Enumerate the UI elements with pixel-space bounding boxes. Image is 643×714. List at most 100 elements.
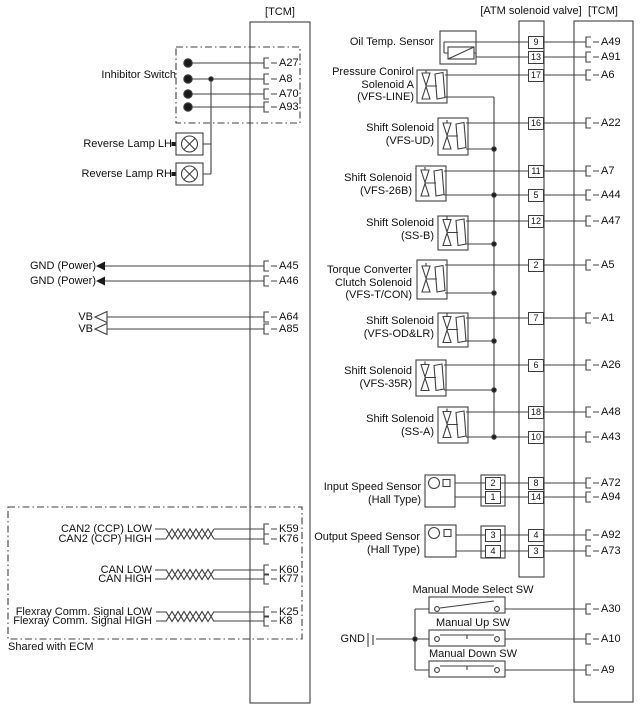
strip-connector-pin-number: 2 xyxy=(528,258,544,272)
shift-solenoid-vfs-35r-box xyxy=(415,359,447,397)
tcm-pin-label: A94 xyxy=(601,491,621,503)
tcm-pin-label: A9 xyxy=(601,664,615,676)
reverse-lamp-rh-icon xyxy=(171,162,204,186)
vb-label: VB xyxy=(78,311,93,323)
right-pin-brackets xyxy=(585,36,599,676)
tcm-pin-label: K8 xyxy=(279,615,293,627)
switch-contact-dot xyxy=(183,58,193,68)
gnd-power-label: GND (Power) xyxy=(29,260,96,272)
manual-mode-select-switch-icon xyxy=(428,596,506,614)
left-tcm-header: [TCM] xyxy=(265,6,295,18)
gnd-arrow-icon xyxy=(96,261,105,271)
can-high-label: CAN HIGH xyxy=(98,573,152,585)
strip-connector-pin-number: 6 xyxy=(528,358,544,372)
tcm-pin-label: A70 xyxy=(279,88,299,100)
tcm-pin-label: A45 xyxy=(279,260,299,272)
component-label-output-speed-sensor: Output Speed Sensor (Hall Type) xyxy=(314,531,420,556)
tcm-pin-label: A6 xyxy=(601,69,615,81)
strip-connector-pin-number: 16 xyxy=(528,116,544,130)
tcm-pin-label: A46 xyxy=(279,275,299,287)
junction-dot xyxy=(491,290,497,296)
can2-high-label: CAN2 (CCP) HIGH xyxy=(58,533,152,545)
vb-label: VB xyxy=(78,323,93,335)
switch-contact-dot xyxy=(183,74,193,84)
can-low-label: CAN LOW xyxy=(100,564,152,576)
manual-down-sw-label: Manual Down SW xyxy=(428,648,518,660)
shift-solenoid-ss-b-box xyxy=(437,215,469,251)
tcm-pin-label: A8 xyxy=(279,73,293,85)
component-label-pressure-control-solenoid: Pressure Conirol Solenoid A (VFS-LINE) xyxy=(332,66,414,103)
junction-dot xyxy=(491,241,497,247)
vb-arrow-icon xyxy=(93,310,108,324)
component-label-shift-solenoid-vfs-26b: Shift Solenoid (VFS-26B) xyxy=(344,172,412,197)
component-label-shift-solenoid-vfs-35r: Shift Solenoid (VFS-35R) xyxy=(344,365,412,390)
inhibitor-switch-icon xyxy=(183,58,264,112)
oil-temp-sensor-icon xyxy=(439,30,477,65)
shift-solenoid-vfs-ud-box xyxy=(437,117,469,156)
strip-connector-pin-number: 18 xyxy=(528,405,544,419)
inhibitor-switch-label: Inhibitor Switch xyxy=(101,69,176,81)
tcm-pin-label: A92 xyxy=(601,529,621,541)
inhibitor-switch-dashed-box xyxy=(175,46,301,124)
tcm-pin-label: A85 xyxy=(279,323,299,335)
gnd-arrow-icon xyxy=(96,276,105,286)
pressure-control-solenoid-box xyxy=(416,69,448,104)
junction-dot xyxy=(412,636,418,642)
component-label-input-speed-sensor: Input Speed Sensor (Hall Type) xyxy=(323,481,421,506)
tcm-pin-label: K76 xyxy=(279,533,299,545)
right-tcm-header: [TCM] xyxy=(588,5,618,17)
component-label-torque-converter-clutch-solenoid: Torque Converter Clutch Solenoid (VFS-T/… xyxy=(327,264,412,301)
torque-converter-clutch-solenoid-box xyxy=(416,259,448,300)
tcm-pin-label: A49 xyxy=(601,36,621,48)
tcm-pin-label: A91 xyxy=(601,51,621,63)
shift-solenoid-vfs-26b-box xyxy=(415,165,447,202)
junction-dot xyxy=(491,338,497,344)
shift-solenoid-ss-a-box xyxy=(437,406,469,444)
atm-solenoid-valve-strip xyxy=(518,20,545,578)
junction-dot xyxy=(208,76,214,82)
tcm-pin-label: K25 xyxy=(279,606,299,618)
strip-connector-pin-number: 8 xyxy=(528,476,544,490)
output-speed-sensor-icon xyxy=(424,524,457,558)
twisted-pair-icon xyxy=(165,527,215,623)
tcm-pin-label: A48 xyxy=(601,406,621,418)
tcm-pin-label: A93 xyxy=(279,101,299,113)
left-tcm-box xyxy=(249,21,311,704)
sensor-connector-pin-number: 2 xyxy=(485,476,501,490)
junction-dot xyxy=(491,192,497,198)
tcm-pin-label: A72 xyxy=(601,477,621,489)
reverse-lamp-lh-label: Reverse Lamp LH xyxy=(83,138,172,150)
tcm-pin-label: K60 xyxy=(279,564,299,576)
junction-dot xyxy=(491,387,497,393)
strip-connector-pin-number: 14 xyxy=(528,490,544,504)
component-label-shift-solenoid-vfs-ud: Shift Solenoid (VFS-UD) xyxy=(366,122,434,147)
right-tcm-box xyxy=(573,20,634,703)
atm-solenoid-valve-header: [ATM solenoid valve] xyxy=(480,5,582,17)
tcm-pin-label: A27 xyxy=(279,57,299,69)
input-speed-sensor-icon xyxy=(424,474,456,508)
manual-mode-select-sw-label: Manual Mode Select SW xyxy=(412,584,534,596)
sensor-connector-pin-number: 3 xyxy=(485,528,501,542)
reverse-lamp-rh-label: Reverse Lamp RH xyxy=(81,168,172,180)
sensor-connector-pin-number: 1 xyxy=(485,490,501,504)
input-sensor-connector-box xyxy=(480,474,506,507)
strip-connector-pin-number: 4 xyxy=(528,528,544,542)
manual-up-switch-icon xyxy=(428,629,506,647)
switch-contact-dot xyxy=(183,102,193,112)
tcm-pin-label: A5 xyxy=(601,259,615,271)
shared-with-ecm-dashed-box xyxy=(7,506,303,640)
strip-connector-pin-number: 9 xyxy=(528,35,544,49)
can2-low-label: CAN2 (CCP) LOW xyxy=(60,523,152,535)
strip-connector-pin-number: 7 xyxy=(528,311,544,325)
tcm-pin-label: A22 xyxy=(601,117,621,129)
strip-connector-pin-number: 11 xyxy=(528,164,544,178)
component-label-shift-solenoid-vfs-odlr: Shift Solenoid (VFS-OD&LR) xyxy=(363,315,434,340)
component-label-shift-solenoid-ss-a: Shift Solenoid (SS-A) xyxy=(366,413,434,438)
switch-contact-dot xyxy=(183,89,193,99)
flexray-high-label: Flexray Comm. Signal HIGH xyxy=(13,615,152,627)
strip-connector-pin-number: 3 xyxy=(528,544,544,558)
strip-connector-pin-number: 12 xyxy=(528,214,544,228)
strip-connector-pin-number: 13 xyxy=(528,50,544,64)
ground-symbol-icon xyxy=(367,633,374,647)
